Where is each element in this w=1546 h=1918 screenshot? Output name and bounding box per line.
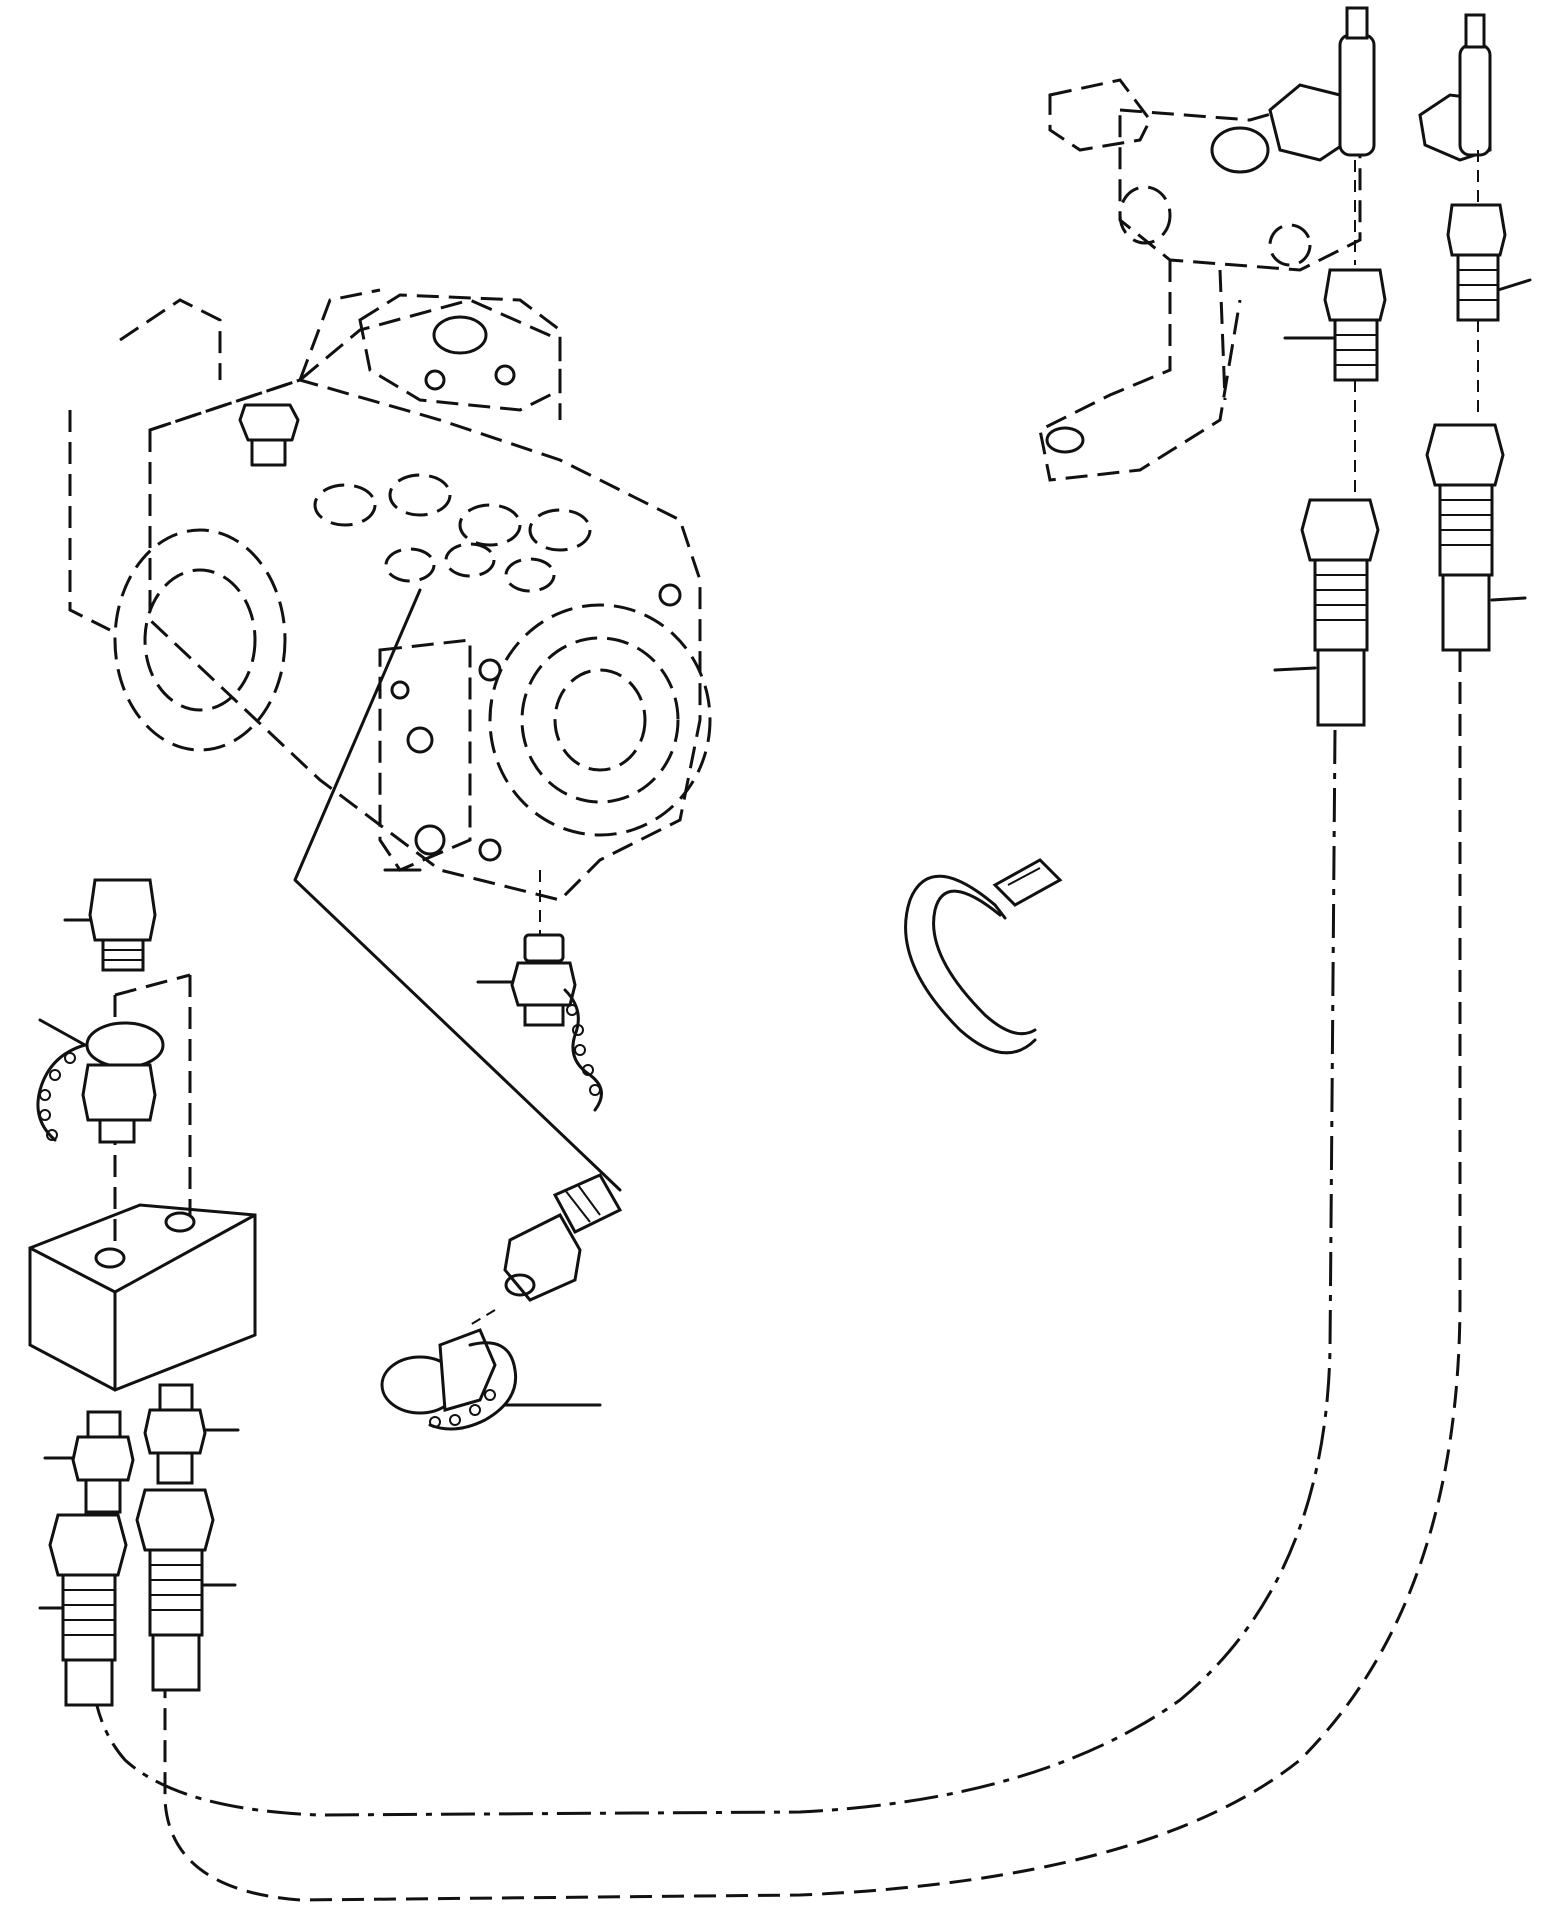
hose-assembly-icon	[38, 320, 1527, 1902]
adapter-fitting-icon	[1446, 150, 1532, 322]
valve-block-bracket-icon	[1038, 6, 1492, 482]
adapter-fitting-icon	[1283, 160, 1387, 382]
check-coupling-with-chain-cap-icon	[380, 1173, 623, 1431]
check-coupling-with-chain-cap-icon	[36, 1018, 165, 1144]
check-coupling-with-chain-cap-icon	[476, 933, 603, 1112]
test-port-block-icon	[28, 973, 257, 1392]
cable-strap-tie-icon	[904, 858, 1063, 1055]
hydraulic-pump-assembly-icon	[68, 288, 712, 1192]
adapter-fitting-icon	[43, 878, 240, 1514]
